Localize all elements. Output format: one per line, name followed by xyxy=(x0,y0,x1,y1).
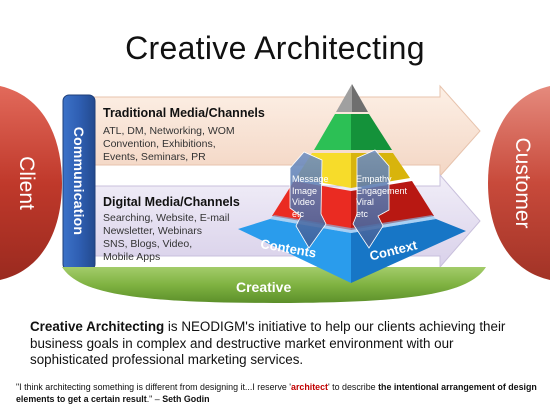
message-arrow-line: Image xyxy=(292,185,318,196)
message-arrow-text: Message Image Video etc xyxy=(292,174,329,220)
message-arrow-line: Video xyxy=(292,197,315,207)
digital-line: Mobile Apps xyxy=(103,251,161,263)
quote-author: Seth Godin xyxy=(162,394,210,404)
customer-label: Customer xyxy=(511,137,534,229)
creative-label: Creative xyxy=(236,279,292,295)
empathy-arrow-text: Empathy Engagement Viral etc xyxy=(356,174,407,220)
message-arrow xyxy=(289,151,327,249)
digital-line: Newsletter, Webinars xyxy=(103,225,203,237)
pyramid xyxy=(238,84,466,283)
digital-items: Searching, Website, E-mail Newsletter, W… xyxy=(103,212,229,264)
digital-title: Digital Media/Channels xyxy=(103,195,240,209)
quote-part2: ' to describe xyxy=(328,382,379,392)
digital-line: SNS, Blogs, Video, xyxy=(103,238,193,250)
quote-part3: ." – xyxy=(146,394,163,404)
traditional-line: Events, Seminars, PR xyxy=(103,151,206,163)
empathy-arrow-line: Engagement xyxy=(356,185,408,196)
empathy-arrow-line: etc xyxy=(356,208,369,219)
digital-line: Searching, Website, E-mail xyxy=(103,212,230,224)
traditional-line: ATL, DM, Networking, WOM xyxy=(103,125,235,137)
quote-bold: the intentional arrangement of design el… xyxy=(16,382,537,404)
quote-highlight: architect xyxy=(291,382,329,392)
empathy-arrow-line: Empathy xyxy=(356,174,392,184)
traditional-items: ATL, DM, Networking, WOM Convention, Exh… xyxy=(103,125,235,164)
description-text: is NEODIGM's initiative to help our clie… xyxy=(30,319,506,367)
quote-part1: "I think architecting something is diffe… xyxy=(16,382,292,392)
communication-label: Communication xyxy=(71,126,87,236)
traditional-line: Convention, Exhibitions, xyxy=(103,138,216,150)
message-arrow-line: Message xyxy=(292,174,329,184)
description-lead: Creative Architecting xyxy=(30,319,165,334)
traditional-title: Traditional Media/Channels xyxy=(103,106,265,120)
creative-base xyxy=(62,267,486,303)
quote-paragraph: "I think architecting something is diffe… xyxy=(16,381,541,405)
empathy-arrow xyxy=(352,149,390,249)
description-paragraph: Creative Architecting is NEODIGM's initi… xyxy=(30,319,530,369)
client-shape xyxy=(0,86,62,280)
empathy-arrow-line: Viral xyxy=(356,197,374,207)
customer-shape xyxy=(488,86,550,280)
client-label: Client xyxy=(15,156,38,210)
message-arrow-line: etc xyxy=(292,208,305,219)
page-title: Creative Architecting xyxy=(125,30,425,66)
